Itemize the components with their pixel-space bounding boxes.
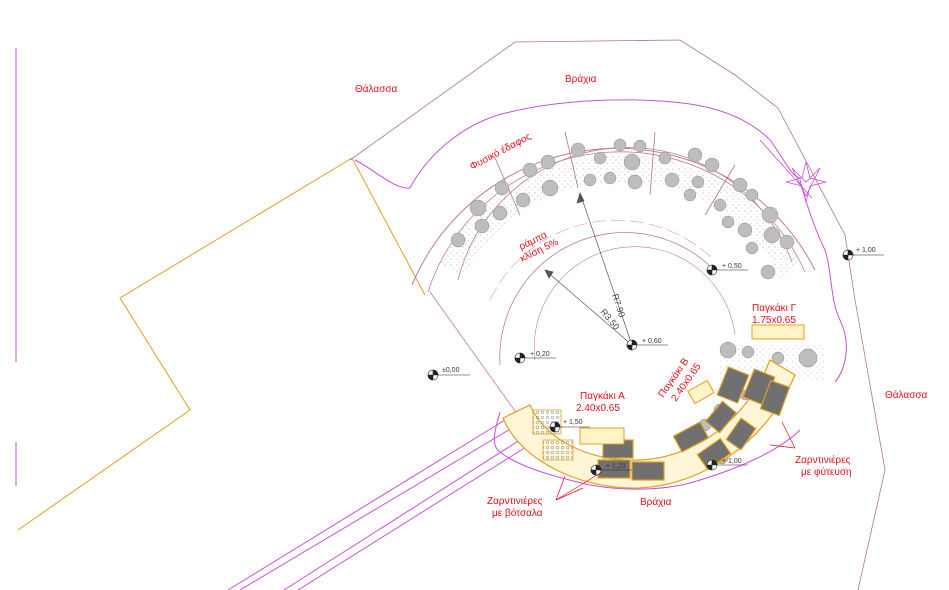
level-150-text: + 1,50 — [563, 419, 583, 426]
terrain-outline — [349, 39, 886, 590]
north-arrow-icon — [785, 161, 827, 203]
level-marker-120 — [590, 464, 632, 476]
level-markers — [427, 249, 884, 476]
level-marker-150 — [549, 421, 590, 433]
bench-b-box — [687, 379, 715, 405]
level-marker-050 — [706, 264, 748, 276]
bench-a-size: 2.40x0.65 — [576, 403, 620, 414]
level-marker-020 — [514, 352, 556, 364]
pier-line-1 — [227, 419, 506, 590]
site-boundary-link — [351, 157, 426, 296]
planters-pebbles-line1: Ζαρντινιέρες — [487, 495, 543, 507]
level-bottom-text: + 1,00 — [722, 458, 742, 465]
rocks-top-label: Βράχια — [565, 73, 597, 85]
radius-dimensions — [544, 192, 633, 346]
sea-left-label: Θάλασσα — [355, 83, 398, 95]
level-000-text: ±0,00 — [442, 367, 460, 374]
bench-a-name: Παγκάκι Α — [580, 390, 625, 402]
level-100-text: + 1,00 — [856, 247, 876, 254]
pier-line-2 — [239, 427, 513, 590]
pebble-planter-2 — [542, 439, 574, 461]
coast-right — [799, 179, 847, 383]
rocks-bottom-label: Βράχια — [640, 496, 672, 508]
level-marker-000 — [427, 369, 470, 381]
level-020-text: + 0,20 — [530, 351, 550, 358]
planters — [597, 366, 791, 481]
bench-ring — [502, 324, 805, 489]
natural-ground-label: Φυσικό έδαφος — [468, 130, 534, 172]
level-marker-060 — [626, 339, 668, 351]
bench-c-name: Παγκάκι Γ — [752, 302, 797, 314]
level-marker-100 — [842, 249, 884, 261]
bench-c-size: 1.75x0.65 — [752, 315, 796, 326]
leader-lines — [555, 421, 796, 501]
bench-a-box — [579, 427, 625, 445]
site-boundary — [17, 157, 353, 531]
planters-pebbles-line2: με βότσαλα — [492, 507, 543, 519]
planting-zone — [440, 155, 800, 280]
level-050-text: + 0,50 — [722, 263, 742, 270]
planters-plants-line1: Ζαρντινιέρες — [795, 454, 851, 466]
level-120-text: + 1,20 — [606, 463, 626, 470]
bench-c-box — [751, 324, 805, 340]
level-060-text: + 0,60 — [642, 338, 662, 345]
pier-line-4 — [297, 446, 527, 590]
sea-right-label: Θάλασσα — [885, 389, 928, 401]
planters-plants-line2: με φύτευση — [801, 466, 852, 478]
pier-line-3 — [283, 439, 521, 590]
coast-top — [354, 99, 801, 189]
right-coast-line — [759, 139, 813, 199]
level-marker-bottom — [706, 459, 748, 471]
